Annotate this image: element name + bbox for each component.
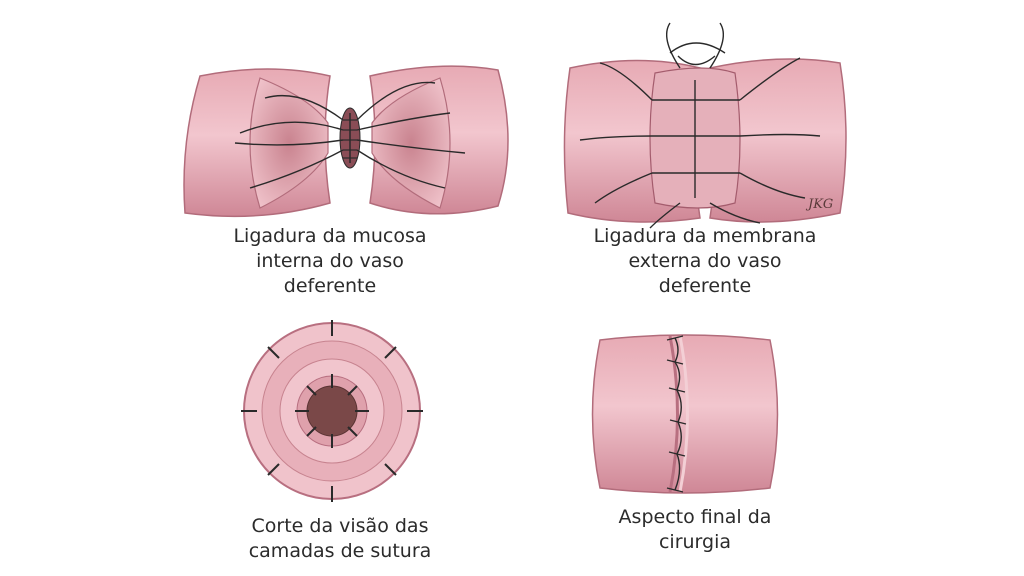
caption-membrane-ligation: Ligadura da membrana externa do vaso def… — [593, 225, 817, 297]
inner-sutures — [295, 374, 369, 448]
vas-cross-section-illustration — [241, 320, 423, 502]
suture-threads — [234, 81, 466, 189]
suture-stitches — [652, 80, 740, 198]
outer-sutures — [241, 320, 423, 502]
vas-final-illustration — [591, 334, 779, 494]
panel-cross-section — [235, 318, 435, 508]
caption-mucosa-ligation: Ligadura da mucosa interna do vaso defer… — [233, 225, 427, 297]
final-sutures — [666, 335, 687, 493]
vas-deferens-membrane-illustration: JKG — [563, 22, 847, 229]
panel-membrane-ligation: JKG — [560, 18, 850, 229]
panel-mucosa-ligation — [180, 58, 520, 223]
panel-final-result — [585, 330, 785, 500]
suture-threads — [579, 22, 821, 229]
caption-final-result: Aspecto final da cirurgia — [618, 506, 772, 553]
artist-signature: JKG — [805, 197, 833, 212]
vas-deferens-mucosa-illustration — [183, 65, 509, 218]
rejoined-vas — [591, 334, 779, 494]
caption-cross-section: Corte da visão das camadas de sutura — [248, 515, 432, 562]
